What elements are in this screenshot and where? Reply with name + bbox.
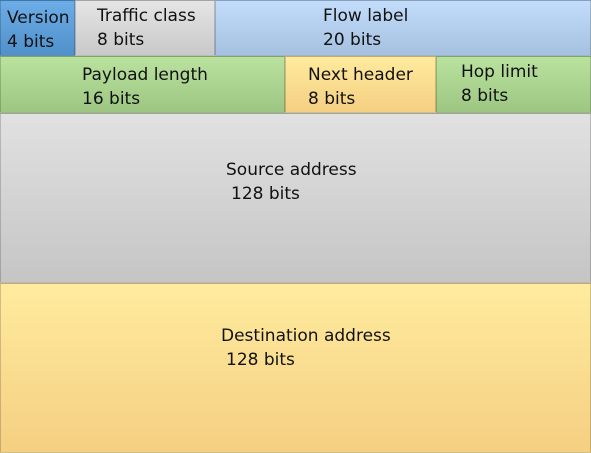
flow-label-label: Flow label 20 bits [323,4,408,52]
version-field: Version 4 bits [0,0,75,56]
traffic-class-bits: 8 bits [97,30,145,50]
flow-label-name: Flow label [323,6,409,26]
source-address-name: Source address [226,160,357,180]
payload-length-label: Payload length 16 bits [82,63,208,111]
payload-length-bits: 16 bits [82,89,141,109]
traffic-class-field: Traffic class 8 bits [75,0,215,56]
flow-label-field: Flow label 20 bits [215,0,591,56]
source-address-label: Source address 128 bits [226,158,357,206]
flow-label-bits: 20 bits [323,30,382,50]
destination-address-bits: 128 bits [226,350,295,370]
next-header-label: Next header 8 bits [308,63,413,111]
destination-address-label: Destination address 128 bits [221,324,391,372]
destination-address-field: Destination address 128 bits [0,283,591,453]
source-address-bits: 128 bits [231,184,300,204]
traffic-class-name: Traffic class [97,6,196,26]
hop-limit-label: Hop limit 8 bits [461,60,538,108]
version-label: Version 4 bits [7,6,70,54]
version-bits: 4 bits [7,32,55,52]
hop-limit-field: Hop limit 8 bits [436,56,591,113]
payload-length-field: Payload length 16 bits [0,56,285,113]
traffic-class-label: Traffic class 8 bits [97,4,196,52]
payload-length-name: Payload length [82,65,208,85]
version-name: Version [7,8,70,28]
hop-limit-bits: 8 bits [461,86,509,106]
next-header-name: Next header [308,65,413,85]
next-header-bits: 8 bits [308,89,356,109]
source-address-field: Source address 128 bits [0,113,591,283]
next-header-field: Next header 8 bits [285,56,436,113]
destination-address-name: Destination address [221,326,391,346]
hop-limit-name: Hop limit [461,62,538,82]
